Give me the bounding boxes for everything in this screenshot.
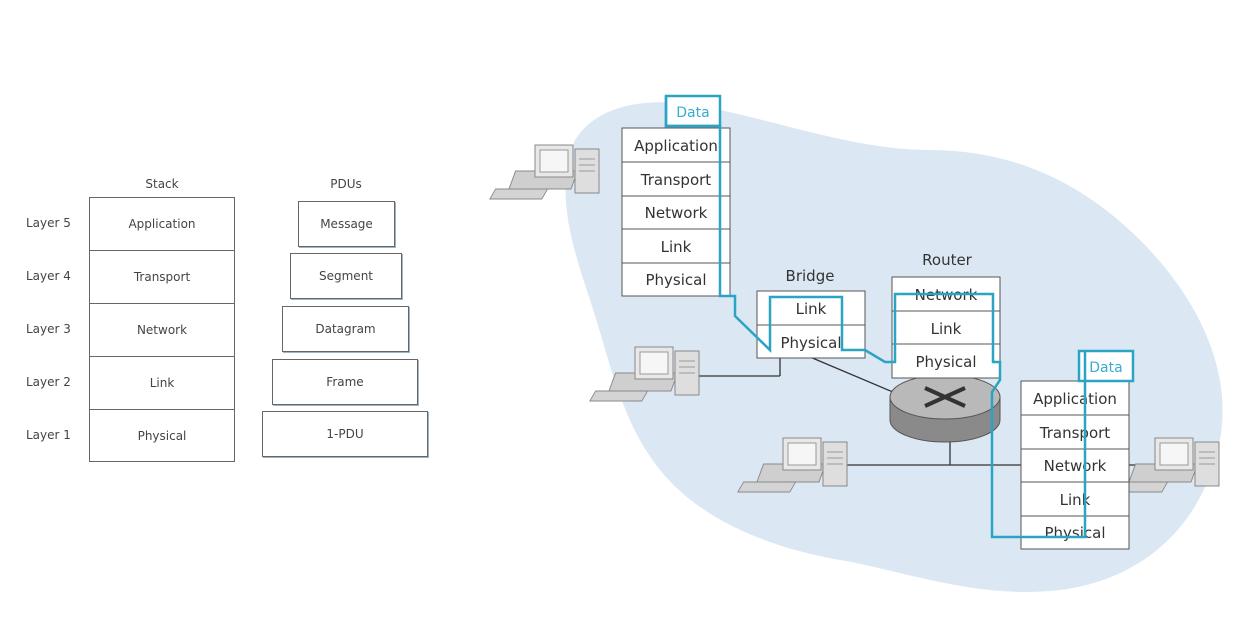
source-layer-transport: Transport xyxy=(640,171,712,189)
source-data-label: Data xyxy=(676,105,709,121)
layer-label-2: Layer 2 xyxy=(26,375,71,389)
stack-header: Stack xyxy=(145,177,179,191)
stack-layer-network: Network xyxy=(89,303,235,357)
dest-stack xyxy=(1020,380,1130,550)
router-title: Router xyxy=(922,251,973,269)
stack-layer-application: Application xyxy=(89,197,235,251)
dest-data-label: Data xyxy=(1089,360,1122,376)
pdu-message: Message xyxy=(298,201,395,247)
dest-layer-physical: Physical xyxy=(1044,524,1105,542)
layer-label-5: Layer 5 xyxy=(26,216,71,230)
dest-layer-application: Application xyxy=(1033,390,1117,408)
bridge-stack xyxy=(756,290,866,359)
layer-label-1: Layer 1 xyxy=(26,428,71,442)
router-layer-link: Link xyxy=(931,320,962,338)
source-stack xyxy=(621,127,731,297)
dest-layer-transport: Transport xyxy=(1039,424,1111,442)
source-layer-physical: Physical xyxy=(645,271,706,289)
bridge-title: Bridge xyxy=(786,267,835,285)
pdu-1pdu: 1-PDU xyxy=(262,411,428,457)
dest-layer-network: Network xyxy=(1044,457,1107,475)
pdu-segment: Segment xyxy=(290,253,402,299)
computer-icon-source xyxy=(489,144,600,200)
layer-label-4: Layer 4 xyxy=(26,269,71,283)
bridge-router-link xyxy=(809,356,901,396)
source-layer-network: Network xyxy=(645,204,708,222)
bridge-layer-physical: Physical xyxy=(780,334,841,352)
pdu-frame: Frame xyxy=(272,359,418,405)
data-path xyxy=(664,96,1087,539)
layer-label-3: Layer 3 xyxy=(26,322,71,336)
dest-data-box xyxy=(1077,349,1135,383)
router-layer-physical: Physical xyxy=(915,353,976,371)
source-layer-link: Link xyxy=(661,238,692,256)
bridge-layer-link: Link xyxy=(796,300,827,318)
computer-icon-bridge-side xyxy=(589,346,700,402)
source-layer-application: Application xyxy=(634,137,718,155)
pdus-header: PDUs xyxy=(330,177,362,191)
router-icon xyxy=(889,374,1001,443)
dest-layer-link: Link xyxy=(1060,491,1091,509)
stack-layer-physical: Physical xyxy=(89,409,235,462)
source-data-box xyxy=(664,94,722,128)
pdu-datagram: Datagram xyxy=(282,306,409,352)
